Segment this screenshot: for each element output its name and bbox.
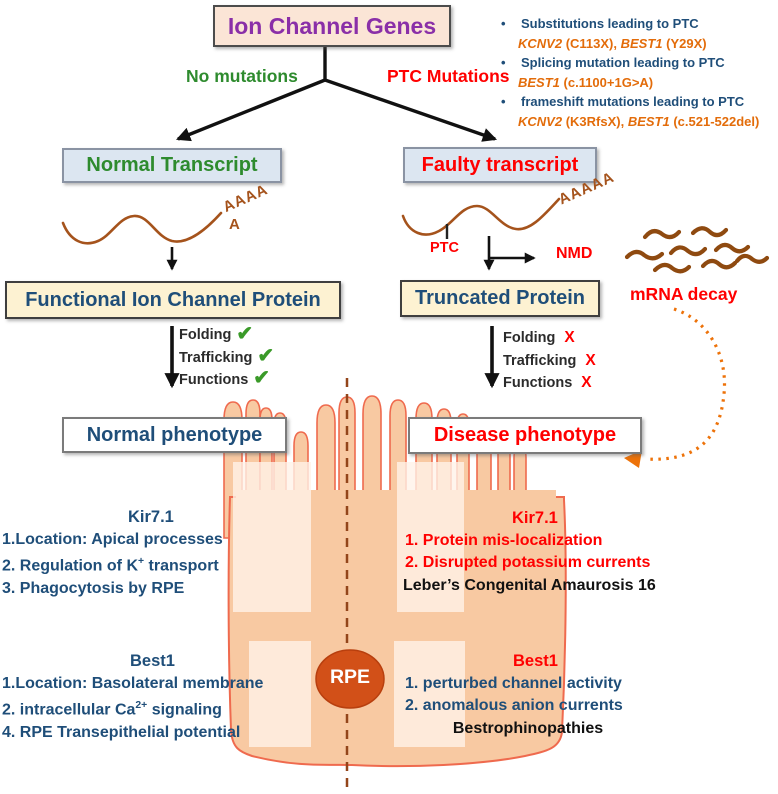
block-line: 2. Regulation of K+ transport bbox=[2, 556, 219, 575]
block-line: 1. Protein mis-localization bbox=[405, 531, 603, 549]
block-line: 1.Location: Apical processes bbox=[2, 530, 223, 548]
block-line: 3. Phagocytosis by RPE bbox=[2, 580, 185, 598]
ptc-mutation-list: •Substitutions leading to PTC KCNV2 (C11… bbox=[497, 14, 775, 132]
functional-protein-box: Functional Ion Channel Protein bbox=[5, 281, 341, 319]
block-title: Best1 bbox=[130, 652, 175, 670]
check-icon: ✔ bbox=[257, 345, 275, 368]
gene-line: KCNV2 (K3RfsX), BEST1 (c.521-522del) bbox=[518, 113, 760, 129]
cross-icon: X bbox=[581, 373, 592, 391]
block-line: 4. RPE Transepithelial potential bbox=[2, 724, 241, 742]
check-icon: ✔ bbox=[236, 322, 254, 345]
best1-disease-block: Best1 1. perturbed channel activity 2. a… bbox=[400, 650, 692, 740]
ptc-site-label: PTC bbox=[430, 240, 459, 256]
gene-line: BEST1 (c.1100+1G>A) bbox=[518, 74, 654, 90]
cross-icon: X bbox=[564, 329, 575, 347]
faulty-transcript-box: Faulty transcript bbox=[403, 147, 597, 183]
block-line: 1. perturbed channel activity bbox=[405, 674, 622, 692]
mrna-decay-arrowhead bbox=[624, 450, 642, 468]
step-row: Folding✔ bbox=[179, 322, 254, 345]
block-title: Kir7.1 bbox=[128, 508, 174, 526]
ptc-mutations-label: PTC Mutations bbox=[387, 66, 510, 86]
step-row: Functions✔ bbox=[179, 367, 271, 390]
block-title: Kir7.1 bbox=[512, 509, 558, 527]
list-item: •frameshift mutations leading to PTC bbox=[497, 92, 775, 112]
block-line: 2. anomalous anion currents bbox=[405, 697, 623, 715]
rpe-oval bbox=[315, 649, 385, 709]
polya-tail-left-2: A bbox=[229, 216, 241, 233]
mrna-wave-normal bbox=[61, 211, 223, 245]
block-title: Best1 bbox=[513, 652, 558, 670]
normal-protein-steps: Folding✔ Trafficking✔ Functions✔ bbox=[179, 322, 275, 391]
disease-name: Leber’s Congenital Amaurosis 16 bbox=[403, 576, 656, 594]
best1-normal-block: Best1 1.Location: Basolateral membrane 2… bbox=[0, 650, 290, 745]
bullet-icon: • bbox=[501, 55, 506, 71]
step-row: Trafficking✔ bbox=[179, 345, 275, 368]
disease-name: Bestrophinopathies bbox=[452, 719, 604, 737]
page-title: Ion Channel Genes bbox=[227, 13, 437, 39]
bullet-icon: • bbox=[501, 94, 506, 110]
block-line: 2. intracellular Ca2+ signaling bbox=[2, 700, 222, 719]
flow-arrows bbox=[164, 47, 536, 389]
mrna-decay-fragments bbox=[624, 226, 770, 274]
block-line: 2. Disrupted potassium currents bbox=[405, 554, 651, 572]
bullet-icon: • bbox=[501, 16, 506, 31]
nmd-label: NMD bbox=[556, 245, 593, 262]
kir71-normal-block: Kir7.1 1.Location: Apical processes 2. R… bbox=[2, 506, 244, 601]
no-mutations-label: No mutations bbox=[186, 66, 298, 86]
disease-phenotype-box: Disease phenotype bbox=[408, 417, 642, 454]
list-item: •Splicing mutation leading to PTC bbox=[497, 53, 775, 73]
normal-phenotype-box: Normal phenotype bbox=[62, 417, 287, 453]
kir71-disease-block: Kir7.1 1. Protein mis-localization 2. Di… bbox=[400, 507, 700, 597]
mrna-decay-curve bbox=[645, 307, 727, 461]
rpe-cell-illustration bbox=[223, 395, 567, 768]
cross-icon: X bbox=[585, 351, 596, 369]
mrna-decay-label: mRNA decay bbox=[630, 284, 738, 304]
truncated-protein-box: Truncated Protein bbox=[400, 280, 600, 317]
list-item: •Substitutions leading to PTC bbox=[497, 14, 775, 34]
block-line: 1.Location: Basolateral membrane bbox=[2, 674, 264, 692]
rpe-oval-label: RPE bbox=[329, 666, 371, 688]
ion-channel-genes-box: Ion Channel Genes bbox=[213, 5, 451, 47]
gene-line: KCNV2 (C113X), BEST1 (Y29X) bbox=[518, 35, 707, 51]
check-icon: ✔ bbox=[253, 367, 271, 390]
mrna-wave-faulty bbox=[401, 197, 561, 236]
normal-transcript-box: Normal Transcript bbox=[62, 148, 282, 183]
